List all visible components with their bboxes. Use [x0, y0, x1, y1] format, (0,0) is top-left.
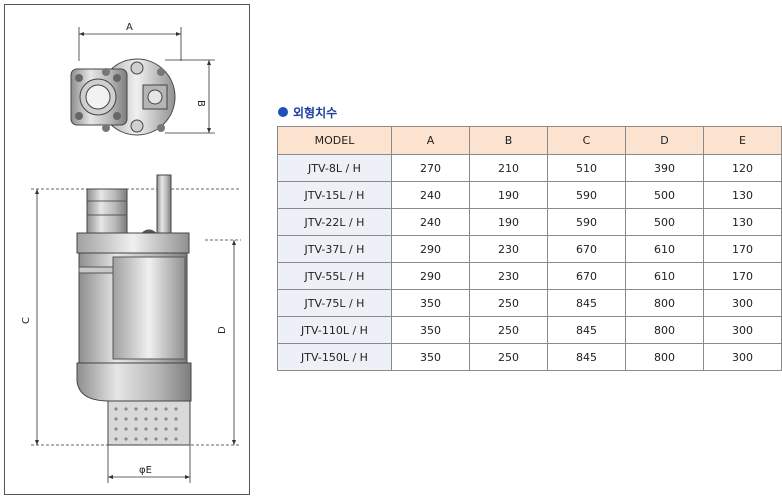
cell-model: JTV-75L / H: [277, 289, 392, 317]
header-d: D: [625, 126, 704, 155]
table-row: JTV-110L / H 350 250 845 800 300: [277, 316, 782, 344]
bullet-icon: [278, 107, 288, 117]
header-model: MODEL: [277, 126, 392, 155]
cell-a: 270: [391, 154, 470, 182]
cell-model: JTV-110L / H: [277, 316, 392, 344]
header-c: C: [547, 126, 626, 155]
cell-c: 590: [547, 208, 626, 236]
cell-e: 170: [703, 262, 782, 290]
cell-e: 170: [703, 235, 782, 263]
cell-e: 130: [703, 208, 782, 236]
cell-b: 190: [469, 181, 548, 209]
cell-model: JTV-37L / H: [277, 235, 392, 263]
cell-c: 670: [547, 262, 626, 290]
cell-d: 610: [625, 235, 704, 263]
table-row: JTV-75L / H 350 250 845 800 300: [277, 289, 782, 317]
table-row: JTV-37L / H 290 230 670 610 170: [277, 235, 782, 263]
cell-c: 845: [547, 289, 626, 317]
cell-e: 300: [703, 316, 782, 344]
cell-e: 120: [703, 154, 782, 182]
dim-label-a: A: [126, 22, 133, 33]
cell-c: 510: [547, 154, 626, 182]
cell-e: 300: [703, 343, 782, 371]
cell-b: 230: [469, 262, 548, 290]
cell-b: 210: [469, 154, 548, 182]
pump-side-view: C D: [21, 174, 241, 483]
section-title: 외형치수: [278, 103, 337, 121]
header-a: A: [391, 126, 470, 155]
pump-top-view: A B: [70, 22, 215, 136]
cell-c: 845: [547, 316, 626, 344]
dim-label-b: B: [195, 100, 206, 107]
cell-a: 350: [391, 289, 470, 317]
dim-label-c: C: [21, 317, 32, 324]
table-row: JTV-150L / H 350 250 845 800 300: [277, 343, 782, 371]
cell-model: JTV-55L / H: [277, 262, 392, 290]
cell-model: JTV-15L / H: [277, 181, 392, 209]
cell-model: JTV-8L / H: [277, 154, 392, 182]
cell-a: 350: [391, 316, 470, 344]
header-b: B: [469, 126, 548, 155]
cell-e: 300: [703, 289, 782, 317]
cell-c: 590: [547, 181, 626, 209]
cell-d: 610: [625, 262, 704, 290]
cell-d: 390: [625, 154, 704, 182]
cell-b: 190: [469, 208, 548, 236]
table-row: JTV-8L / H 270 210 510 390 120: [277, 154, 782, 182]
section-title-text: 외형치수: [293, 105, 338, 120]
dim-label-e: φE: [139, 465, 152, 476]
cell-a: 290: [391, 235, 470, 263]
pump-drawing-panel: A B: [4, 4, 250, 495]
cell-d: 800: [625, 289, 704, 317]
dimension-table: MODEL A B C D E JTV-8L / H 270 210 510 3…: [277, 126, 782, 371]
cell-c: 670: [547, 235, 626, 263]
cell-a: 240: [391, 208, 470, 236]
cell-d: 800: [625, 343, 704, 371]
cell-b: 230: [469, 235, 548, 263]
cell-model: JTV-150L / H: [277, 343, 392, 371]
cell-b: 250: [469, 343, 548, 371]
pump-dimension-drawing: A B: [21, 22, 241, 483]
table-row: JTV-55L / H 290 230 670 610 170: [277, 262, 782, 290]
cell-model: JTV-22L / H: [277, 208, 392, 236]
cell-d: 500: [625, 208, 704, 236]
header-e: E: [703, 126, 782, 155]
cell-b: 250: [469, 316, 548, 344]
table-row: JTV-15L / H 240 190 590 500 130: [277, 181, 782, 209]
cell-d: 800: [625, 316, 704, 344]
cell-c: 845: [547, 343, 626, 371]
cell-d: 500: [625, 181, 704, 209]
table-row: JTV-22L / H 240 190 590 500 130: [277, 208, 782, 236]
table-header-row: MODEL A B C D E: [277, 126, 782, 155]
dim-label-d: D: [217, 326, 228, 334]
cell-a: 290: [391, 262, 470, 290]
cell-b: 250: [469, 289, 548, 317]
cell-a: 350: [391, 343, 470, 371]
cell-a: 240: [391, 181, 470, 209]
cell-e: 130: [703, 181, 782, 209]
